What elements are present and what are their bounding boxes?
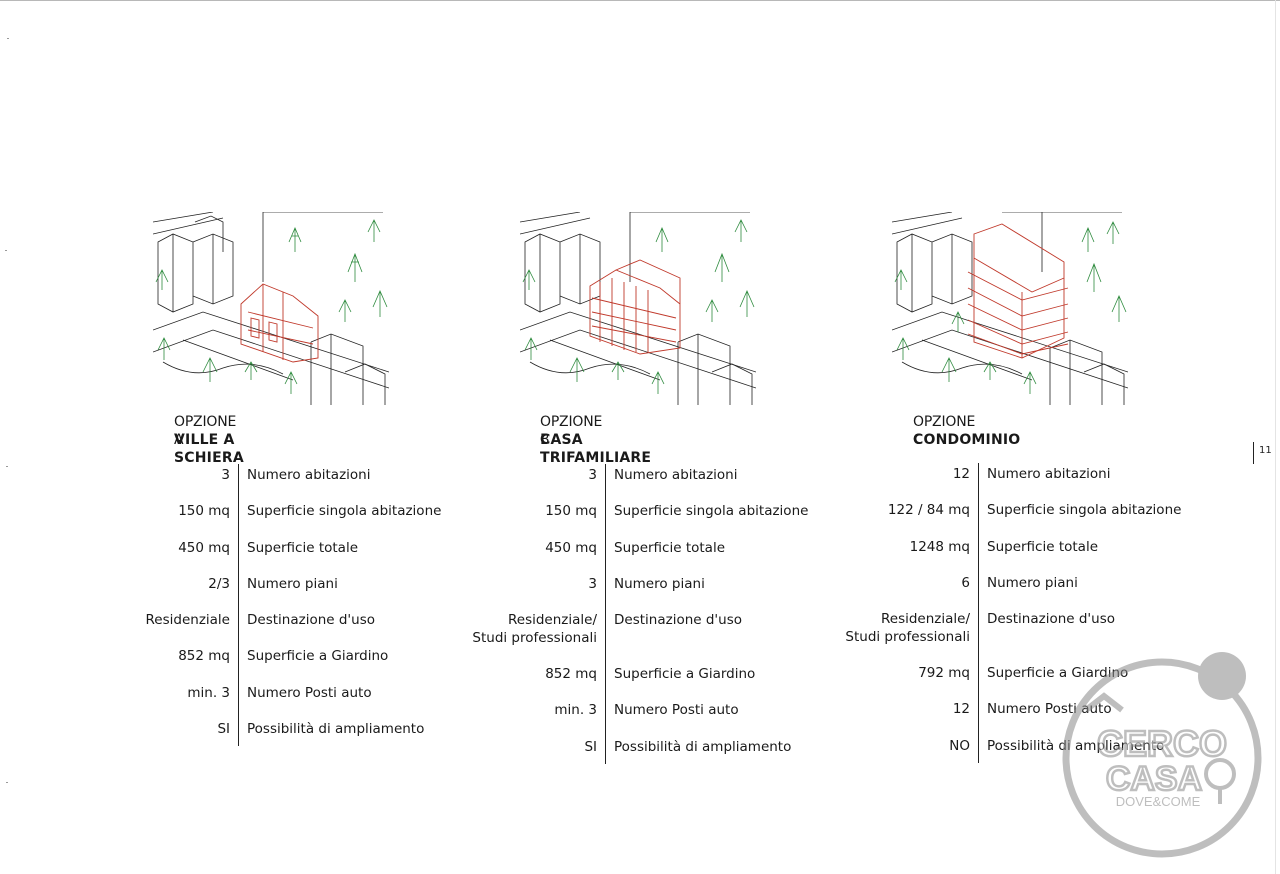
option-c-value: 12 <box>952 466 970 482</box>
option-c-field-label: Numero abitazioni <box>987 466 1111 482</box>
option-b-value: 450 mq <box>545 540 597 556</box>
option-a-field-label: Numero abitazioni <box>247 467 371 483</box>
option-a-value: 2/3 <box>208 576 230 592</box>
page-right-edge <box>1275 0 1276 874</box>
option-b-field-label: Superficie totale <box>614 540 725 556</box>
page-number-bar <box>1253 442 1254 464</box>
option-c-field-label: Superficie totale <box>987 539 1098 555</box>
option-c-value: 122 / 84 mq <box>887 502 970 518</box>
option-b-value: Residenziale/ <box>507 612 597 628</box>
option-c-field-label: Possibilità di ampliamento <box>987 738 1165 754</box>
option-c-value-line2: Studi professionali <box>845 629 970 645</box>
page-number: 11 <box>1259 445 1272 456</box>
option-a-value: min. 3 <box>187 685 230 701</box>
option-a-value: Residenziale <box>145 612 230 628</box>
watermark-line3: DOVE&COME <box>1116 794 1201 809</box>
option-c-value: 12 <box>952 701 970 717</box>
option-a-value: SI <box>217 721 230 737</box>
option-a-field-label: Superficie a Giardino <box>247 648 389 664</box>
option-b-value: min. 3 <box>554 702 597 718</box>
option-b-field-label: Superficie a Giardino <box>614 666 756 682</box>
option-a-field-label: Superficie totale <box>247 540 358 556</box>
scan-speck <box>7 38 9 39</box>
option-b-svg <box>520 212 756 405</box>
option-a-axonometric-drawing <box>153 212 389 405</box>
option-a-field-label: Numero Posti auto <box>247 685 372 701</box>
option-c-svg <box>892 212 1128 405</box>
option-a-value: 150 mq <box>178 503 230 519</box>
option-b-title: CASA TRIFAMILIARE <box>540 432 652 466</box>
option-c-value: 792 mq <box>918 665 970 681</box>
option-c-value: 6 <box>961 575 970 591</box>
option-a-field-label: Possibilità di ampliamento <box>247 721 425 737</box>
option-a-field-label: Destinazione d'uso <box>247 612 375 628</box>
option-a-divider <box>238 464 239 746</box>
option-c-label: OPZIONE C <box>913 414 976 448</box>
option-b-value: 3 <box>588 467 597 483</box>
option-b-value: 852 mq <box>545 666 597 682</box>
option-b-field-label: Numero piani <box>614 576 705 592</box>
option-b-field-label: Numero abitazioni <box>614 467 738 483</box>
option-b-label: OPZIONE B <box>540 414 603 448</box>
option-c-value: Residenziale/ <box>880 611 970 627</box>
option-c-field-label: Superficie a Giardino <box>987 665 1129 681</box>
option-b-value: 3 <box>588 576 597 592</box>
option-c-field-label: Destinazione d'uso <box>987 611 1115 627</box>
option-a-title: VILLE A SCHIERA <box>174 432 244 466</box>
option-b-field-label: Destinazione d'uso <box>614 612 742 628</box>
option-b-field-label: Superficie singola abitazione <box>614 503 809 519</box>
option-c-field-label: Superficie singola abitazione <box>987 502 1182 518</box>
option-c-title: CONDOMINIO <box>913 432 1021 448</box>
option-b-divider <box>605 464 606 764</box>
option-c-axonometric-drawing <box>892 212 1128 405</box>
pin-icon <box>1204 758 1236 790</box>
option-a-label: OPZIONE A <box>174 414 237 448</box>
scan-speck <box>5 250 7 251</box>
cercocasa-watermark-logo: CERCO CASA DOVE&COME <box>1058 648 1270 862</box>
option-b-axonometric-drawing <box>520 212 756 405</box>
option-c-value: NO <box>949 738 970 754</box>
option-a-value: 3 <box>221 467 230 483</box>
option-a-value: 450 mq <box>178 540 230 556</box>
watermark-line1: CERCO <box>1097 723 1227 764</box>
watermark-svg: CERCO CASA DOVE&COME <box>1062 652 1262 858</box>
option-b-value: SI <box>584 739 597 755</box>
option-c-field-label: Numero piani <box>987 575 1078 591</box>
option-c-value: 1248 mq <box>909 539 970 555</box>
scan-speck <box>6 782 8 783</box>
option-c-divider <box>978 463 979 763</box>
option-b-field-label: Possibilità di ampliamento <box>614 739 792 755</box>
option-b-value: 150 mq <box>545 503 597 519</box>
option-a-svg <box>153 212 389 405</box>
watermark-line2: CASA <box>1106 760 1202 798</box>
option-a-field-label: Numero piani <box>247 576 338 592</box>
page-top-edge <box>0 0 1280 1</box>
option-a-field-label: Superficie singola abitazione <box>247 503 442 519</box>
option-b-field-label: Numero Posti auto <box>614 702 739 718</box>
option-a-value: 852 mq <box>178 648 230 664</box>
scan-speck <box>6 466 8 467</box>
option-b-value-line2: Studi professionali <box>472 630 597 646</box>
